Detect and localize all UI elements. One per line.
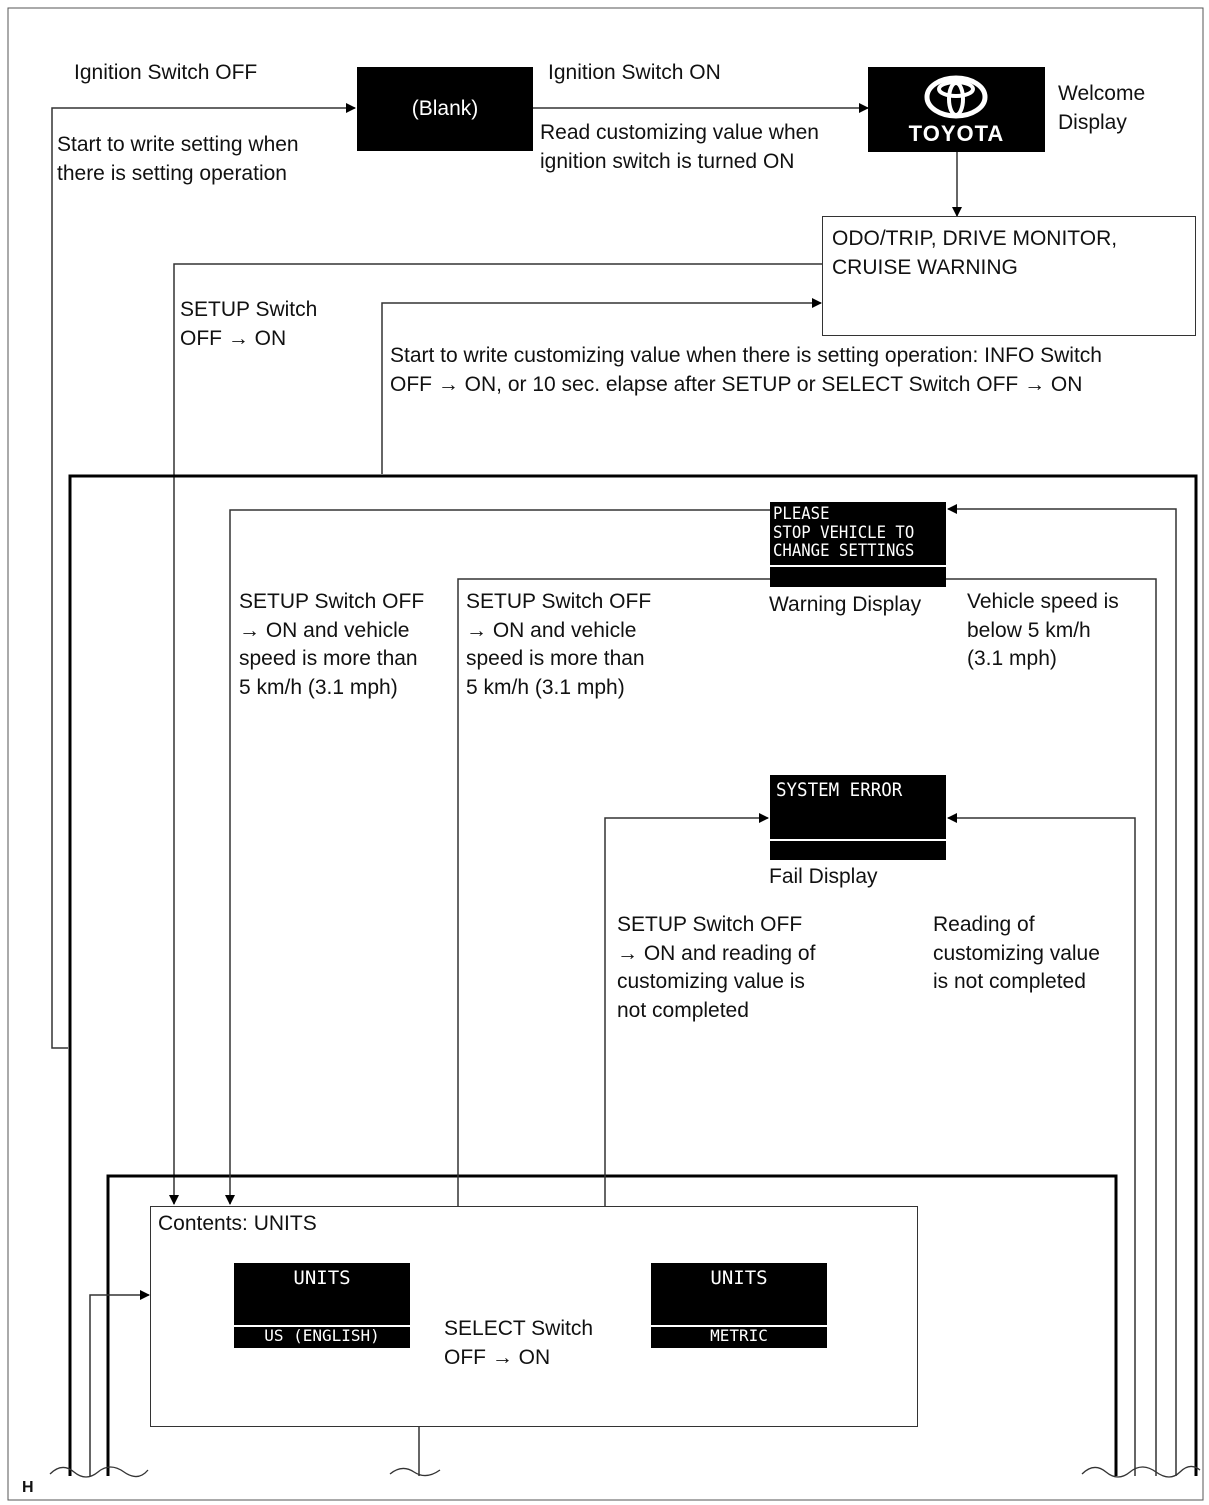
arrow-right-to-fail	[947, 813, 1136, 1476]
label-setup-reading: SETUP Switch OFF → ON and reading of cus…	[617, 913, 816, 1022]
arrow-odo-to-units	[169, 263, 822, 1205]
fail-display: SYSTEM ERROR	[770, 775, 946, 860]
odo-trip-display: ODO/TRIP, DRIVE MONITOR, CRUISE WARNING	[822, 216, 1196, 336]
units-metric-top-text: UNITS	[710, 1267, 768, 1289]
label-setup-speed-middle: SETUP Switch OFF → ON and vehicle speed …	[466, 590, 652, 699]
label-setup-off-on: SETUP Switch OFF → ON	[180, 298, 318, 350]
corner-label: H	[22, 1479, 34, 1496]
line-warning-right	[946, 578, 1157, 1476]
odo-trip-text: ODO/TRIP, DRIVE MONITOR, CRUISE WARNING	[832, 227, 1118, 279]
arrow-ignition-off-loop	[51, 103, 356, 1049]
inner-thick-box	[106, 1174, 1118, 1476]
welcome-display: TOYOTA	[868, 67, 1045, 152]
label-read-customizing: Read customizing value when ignition swi…	[540, 121, 819, 173]
arrow-loop-into-units	[89, 1290, 150, 1476]
break-line-right	[1081, 1465, 1201, 1478]
break-line-left	[49, 1466, 149, 1478]
blank-label: (Blank)	[411, 97, 479, 120]
arrow-right-to-warning	[947, 504, 1177, 1476]
warning-screen-divider	[770, 565, 946, 567]
warning-display: PLEASE STOP VEHICLE TO CHANGE SETTINGS	[770, 502, 946, 587]
units-contents-title: Contents: UNITS	[158, 1212, 317, 1235]
welcome-caption: Welcome Display	[1058, 82, 1146, 134]
line-units-to-warning	[457, 578, 770, 1206]
fail-screen-text: SYSTEM ERROR	[776, 779, 903, 801]
label-select-switch: SELECT Switch OFF → ON	[444, 1317, 593, 1369]
arrow-units-to-fail	[604, 813, 769, 1206]
break-line-middle	[389, 1467, 441, 1477]
toyota-logo-text: TOYOTA	[908, 121, 1005, 146]
arrow-bigbox-to-odo	[381, 298, 822, 474]
warning-screen-text: PLEASE STOP VEHICLE TO CHANGE SETTINGS	[773, 504, 915, 561]
units-us-top-text: UNITS	[293, 1267, 351, 1289]
fail-screen-divider	[770, 839, 946, 841]
units-us-bottom-text: US (ENGLISH)	[264, 1326, 380, 1345]
label-ignition-off: Ignition Switch OFF	[74, 61, 258, 84]
units-metric-screen: UNITS METRIC	[651, 1263, 827, 1348]
label-start-write-setting: Start to write setting when there is set…	[57, 133, 299, 185]
blank-display: (Blank)	[357, 67, 533, 151]
toyota-logo-icon	[924, 75, 988, 119]
label-vehicle-speed-below: Vehicle speed is below 5 km/h (3.1 mph)	[967, 590, 1119, 670]
page-border	[7, 7, 1204, 1501]
label-setup-speed-left: SETUP Switch OFF → ON and vehicle speed …	[239, 590, 425, 699]
label-reading-not-completed: Reading of customizing value is not comp…	[933, 913, 1100, 993]
units-us-divider	[234, 1325, 410, 1327]
units-metric-bottom-text: METRIC	[710, 1326, 768, 1345]
units-us-english-screen: UNITS US (ENGLISH)	[234, 1263, 410, 1348]
label-start-write-customizing: Start to write customizing value when th…	[390, 344, 1102, 396]
fail-caption: Fail Display	[769, 865, 878, 888]
outer-thick-box	[68, 474, 1198, 1476]
warning-caption: Warning Display	[769, 593, 922, 616]
arrow-warning-to-units	[225, 509, 770, 1205]
label-ignition-on: Ignition Switch ON	[548, 61, 721, 84]
units-metric-divider	[651, 1325, 827, 1327]
